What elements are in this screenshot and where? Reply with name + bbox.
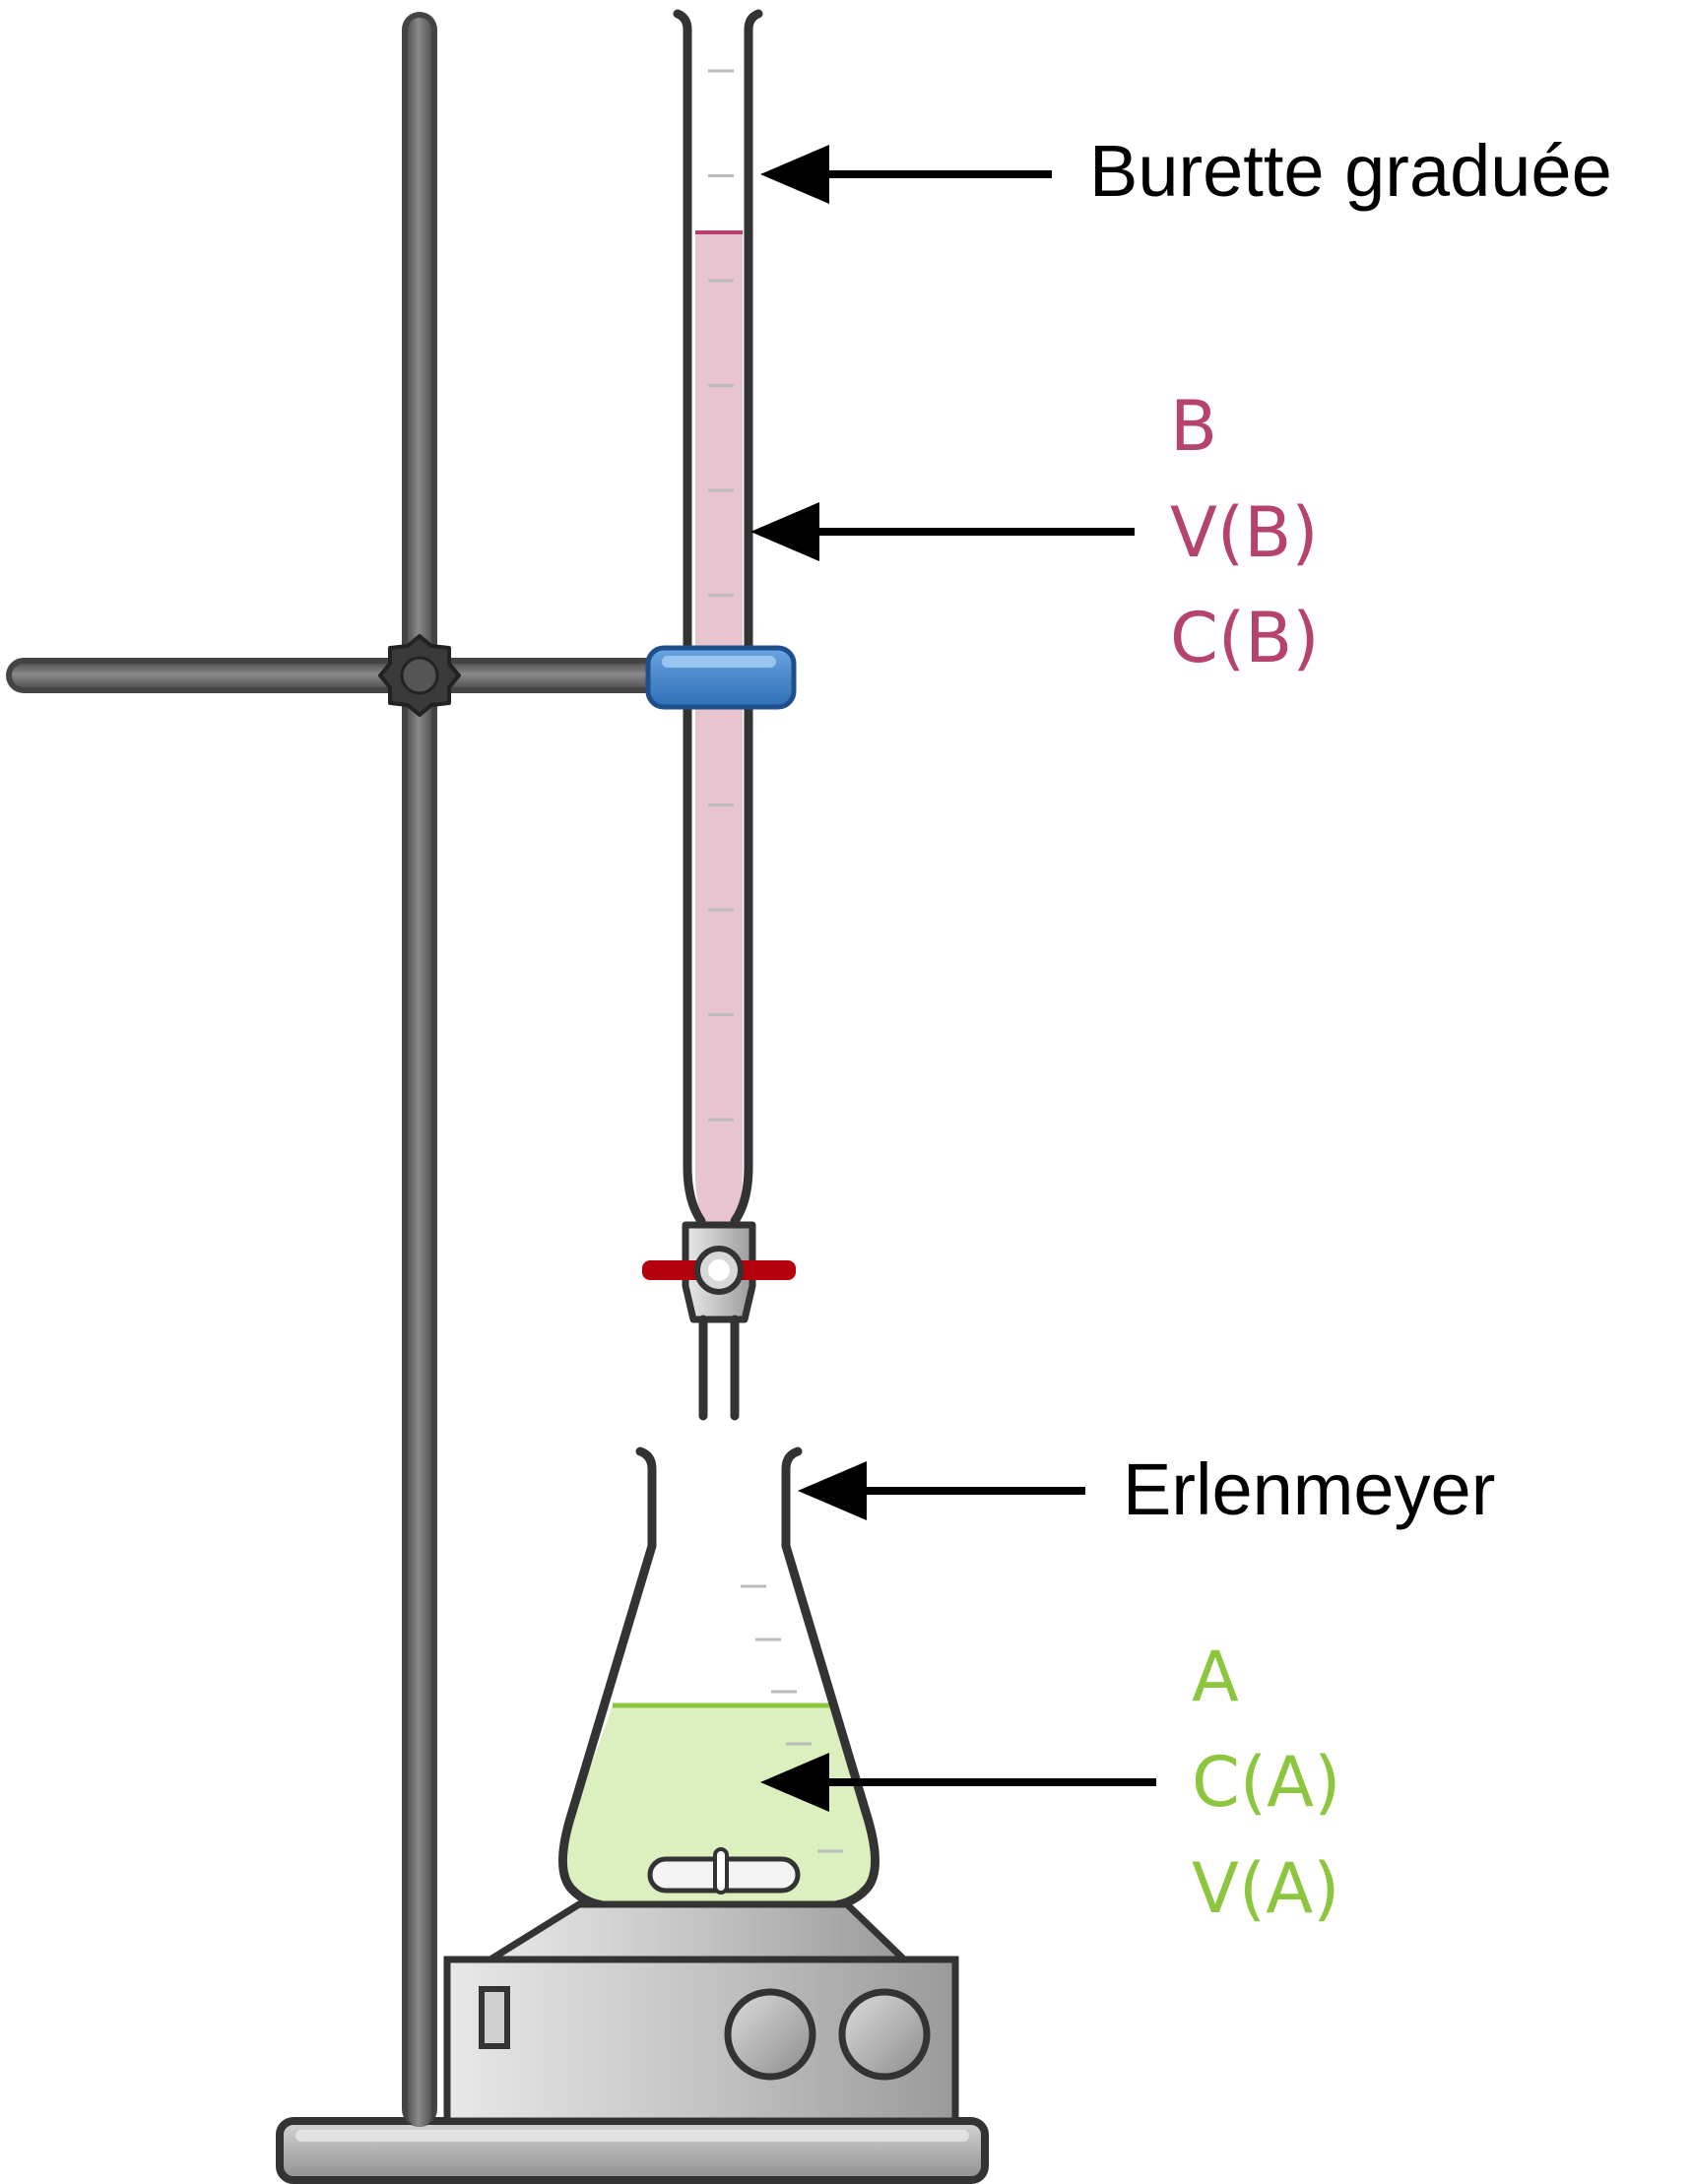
arrows (750, 145, 1156, 1812)
stirrer-knob-speed[interactable] (724, 1988, 816, 2081)
titrant-name-label: B (1170, 386, 1217, 467)
arrow-icon (760, 1753, 1156, 1812)
titrant-concentration-label: C(B) (1170, 598, 1320, 678)
analyte-volume-label: V(A) (1192, 1848, 1339, 1929)
stir-bar-icon (647, 1847, 801, 1895)
titrant-volume-label: V(B) (1170, 492, 1319, 573)
arrow-icon (760, 145, 1052, 204)
burette-label: Burette graduée (1089, 130, 1612, 212)
stirrer-knob-heat[interactable] (838, 1988, 931, 2081)
burette-icon (642, 9, 796, 1421)
erlenmeyer-flask-icon (557, 1446, 880, 1911)
burette-tip (698, 1315, 740, 1421)
erlenmeyer-label: Erlenmeyer (1123, 1448, 1495, 1530)
magnetic-stirrer-icon (443, 1900, 959, 2125)
analyte-concentration-label: C(A) (1192, 1742, 1340, 1823)
burette-tube (673, 9, 763, 1234)
retort-stand-icon (6, 12, 989, 2184)
burette-graduations (708, 69, 734, 1122)
boss-head-knob-icon (378, 634, 461, 717)
analyte-name-label: A (1192, 1637, 1239, 1717)
stirrer-display (479, 1986, 510, 2049)
stopcock-icon (642, 1221, 796, 1323)
arrow-icon (798, 1461, 1085, 1520)
clamp-icon[interactable] (645, 645, 797, 710)
arrow-icon (750, 502, 1135, 561)
